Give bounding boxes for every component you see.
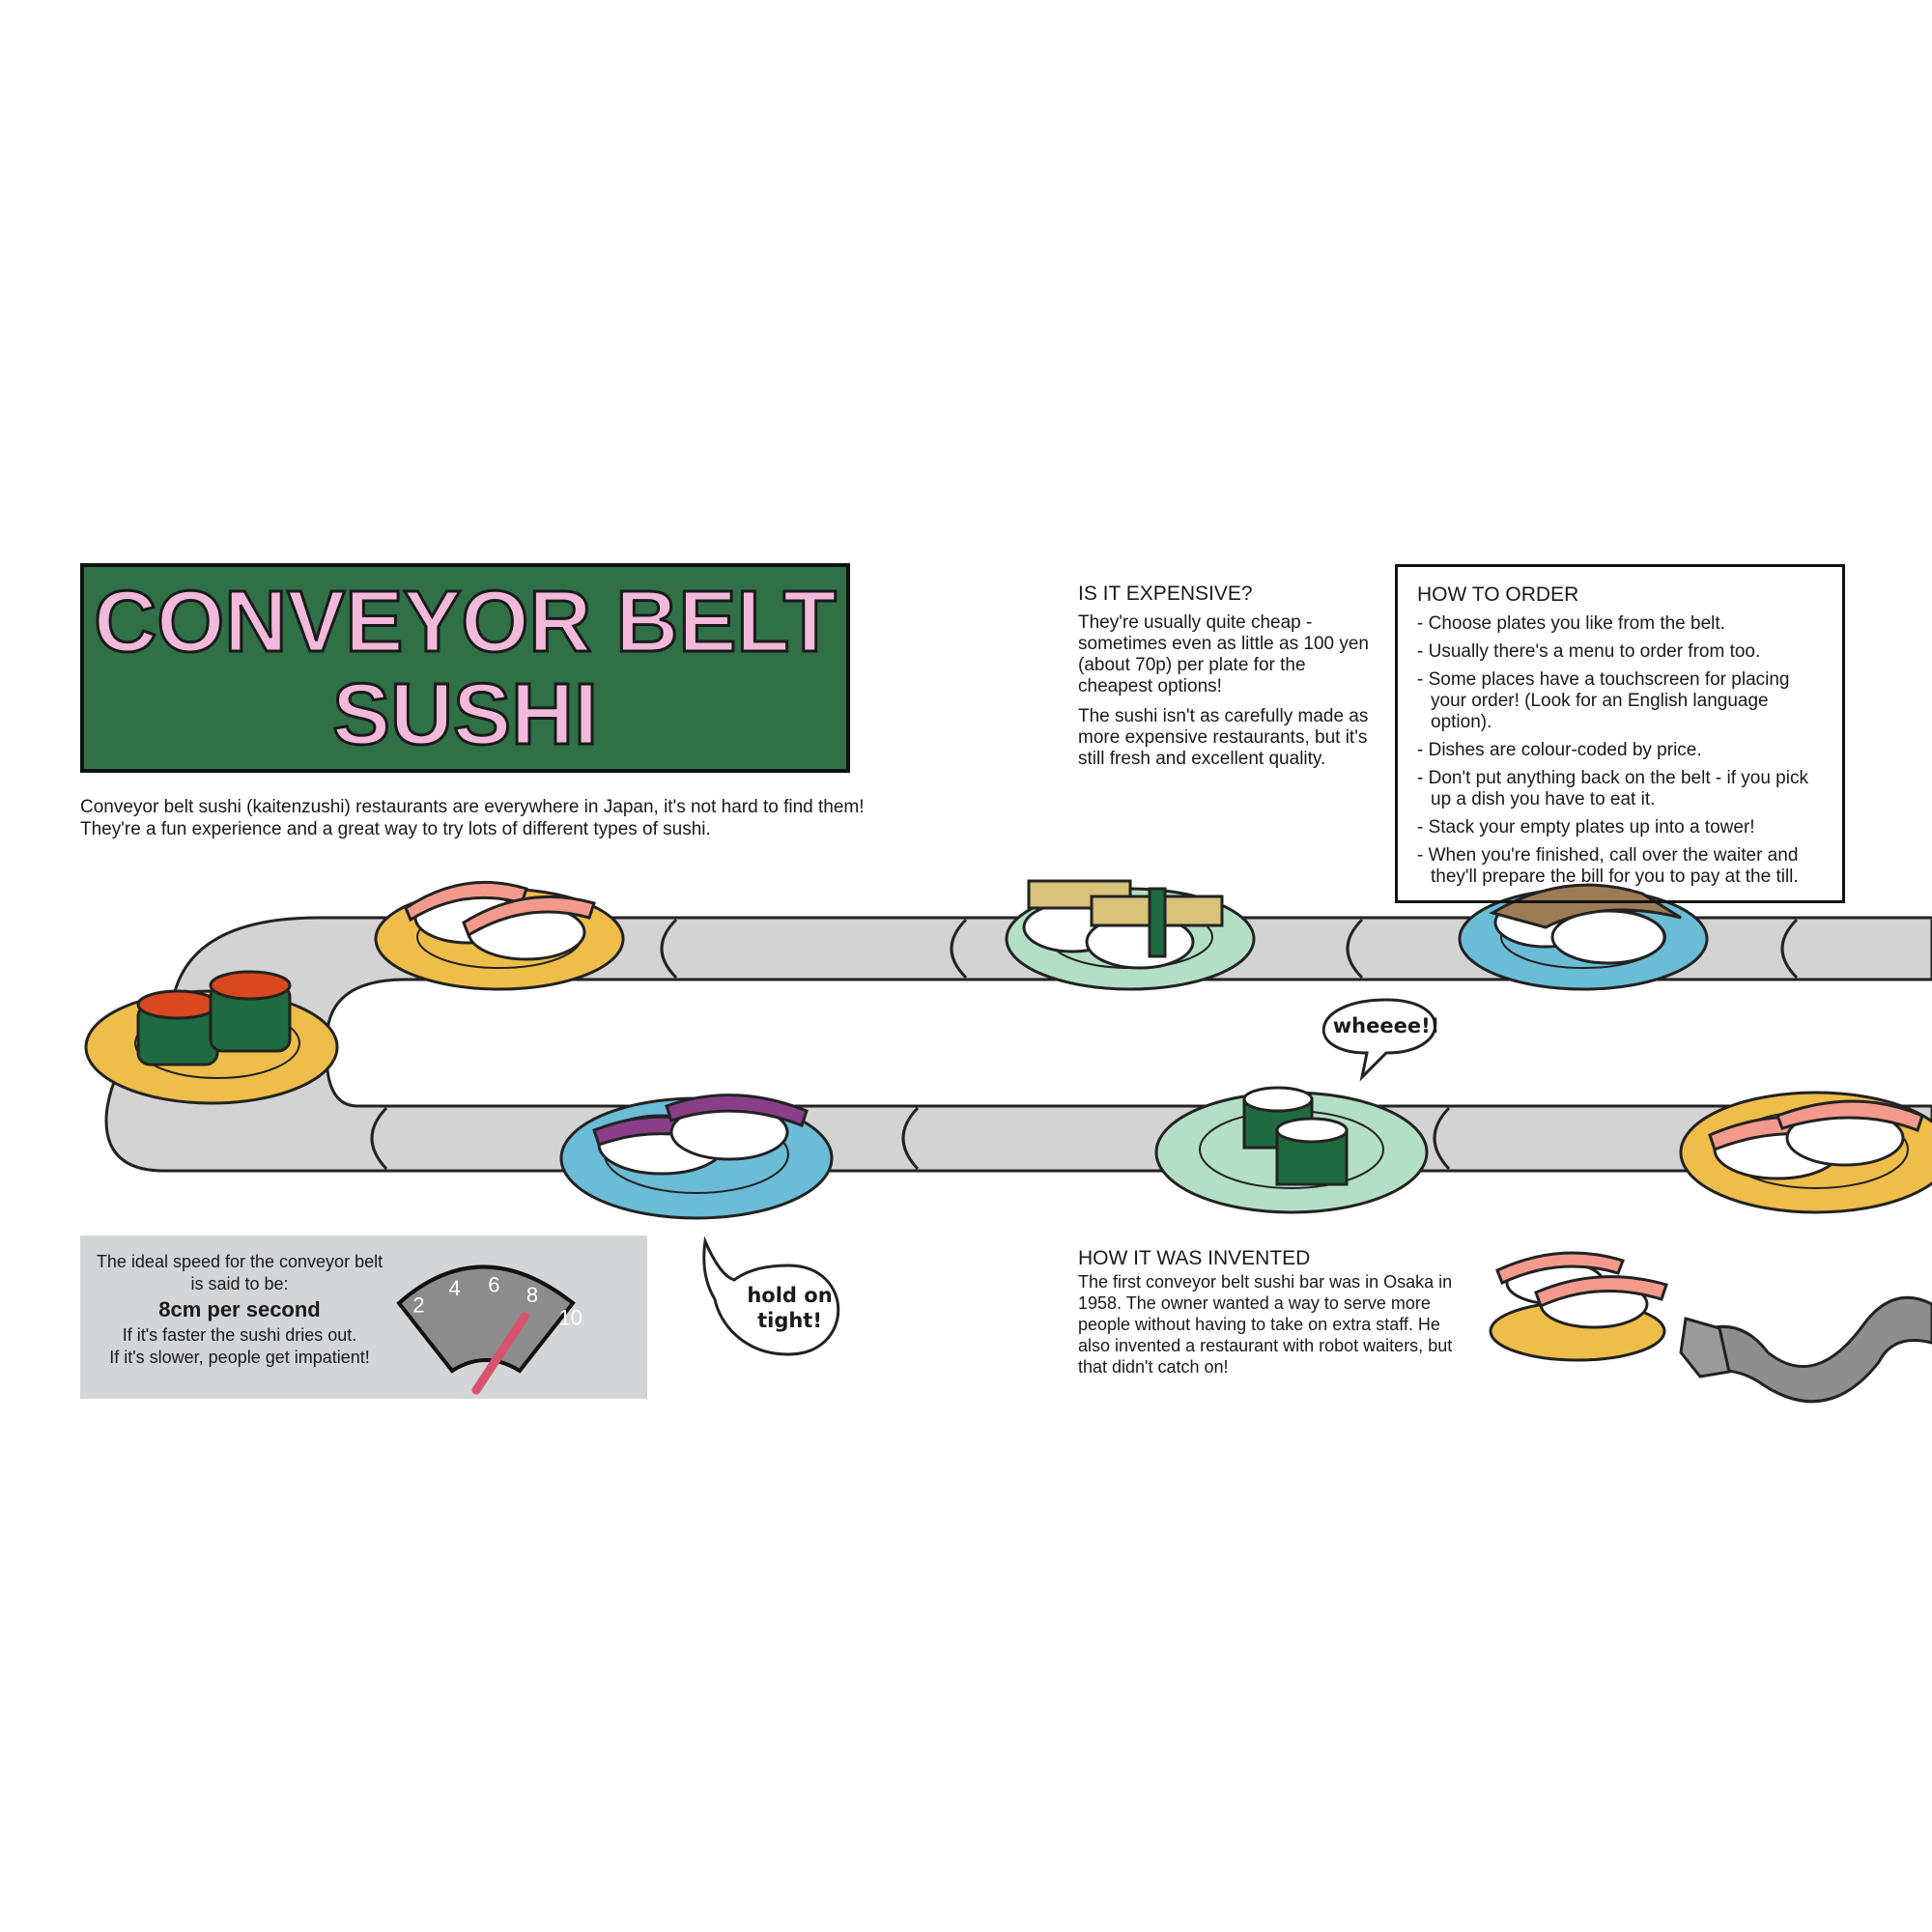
hold-on-line-2: tight! <box>757 1309 822 1332</box>
hold-on-text: hold on tight! <box>734 1283 845 1333</box>
gauge-tick-label: 4 <box>448 1276 460 1300</box>
gauge-tick-label: 10 <box>558 1306 582 1330</box>
expensive-section: IS IT EXPENSIVE? They're usually quite c… <box>1078 583 1378 779</box>
order-tip: - Some places have a touchscreen for pla… <box>1417 669 1790 732</box>
expensive-paragraph-1: They're usually quite cheap - sometimes … <box>1078 612 1369 696</box>
order-tip: - Dishes are colour-coded by price. <box>1417 740 1702 760</box>
belt-segments <box>370 918 1799 1171</box>
gauge-tick-label: 8 <box>526 1283 538 1307</box>
how-to-order-heading: HOW TO ORDER <box>1417 583 1579 606</box>
speech-bubble-wheee <box>1321 998 1437 1082</box>
intro-text: Conveyor belt sushi (kaitenzushi) restau… <box>80 796 950 840</box>
speed-line-4: If it's slower, people get impatient! <box>109 1348 370 1367</box>
intro-line-1: Conveyor belt sushi (kaitenzushi) restau… <box>80 797 865 817</box>
title-line-2: SUSHI <box>330 666 599 763</box>
gauge-needle <box>471 1312 529 1395</box>
robot-arm <box>1693 1295 1932 1404</box>
speed-line-2: is said to be: <box>190 1274 289 1293</box>
expensive-heading: IS IT EXPENSIVE? <box>1078 582 1253 605</box>
speed-line-3: If it's faster the sushi dries out. <box>122 1325 357 1345</box>
speed-value: 8cm per second <box>158 1297 321 1321</box>
hold-on-line-1: hold on <box>747 1284 833 1307</box>
invented-section: HOW IT WAS INVENTED The first conveyor b… <box>1078 1248 1464 1378</box>
order-tip: - Choose plates you like from the belt. <box>1417 613 1725 634</box>
title-banner: CONVEYOR BELT SUSHI <box>80 563 850 773</box>
speed-line-1: The ideal speed for the conveyor belt <box>96 1252 384 1271</box>
speedometer-gauge: 24 6 8 10 <box>396 1264 582 1395</box>
title-line-1: CONVEYOR BELT <box>93 573 838 670</box>
wheee-text: wheeee!! <box>1332 1014 1440 1037</box>
speech-bubble-hold <box>702 1236 840 1356</box>
order-tip: - When you're finished, call over the wa… <box>1417 845 1799 887</box>
upper-belt <box>104 916 1932 1173</box>
order-tip: - Don't put anything back on the belt - … <box>1417 768 1808 810</box>
invented-text: The first conveyor belt sushi bar was in… <box>1078 1272 1453 1377</box>
order-tip: - Usually there's a menu to order from t… <box>1417 641 1761 662</box>
invented-heading: HOW IT WAS INVENTED <box>1078 1247 1311 1269</box>
how-to-order-box: HOW TO ORDER - Choose plates you like fr… <box>1395 564 1845 903</box>
gauge-tick-label: 6 <box>488 1272 499 1296</box>
gauge-tick-label: 2 <box>412 1293 424 1317</box>
speed-info-box: The ideal speed for the conveyor belt is… <box>80 1236 647 1399</box>
intro-line-2: They're a fun experience and a great way… <box>80 819 711 839</box>
expensive-paragraph-2: The sushi isn't as carefully made as mor… <box>1078 706 1369 769</box>
order-tip: - Stack your empty plates up into a towe… <box>1417 817 1755 838</box>
